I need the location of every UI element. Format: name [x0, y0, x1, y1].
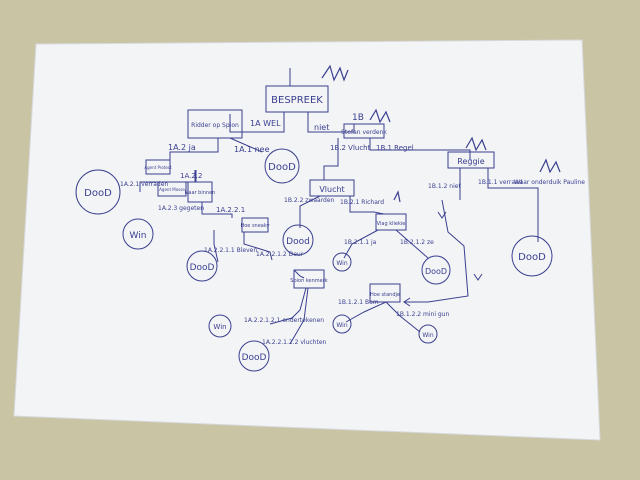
node-box: Ridder op Spion: [187, 109, 243, 139]
outcome-label: DooD: [425, 267, 447, 276]
branch-label: 1B.2.2 zwaarden: [284, 197, 335, 204]
branch-label: 1A.2.2.1: [216, 206, 245, 214]
branch-label: 1A.2.2.1.2 Deur: [256, 251, 304, 258]
outcome-node: DooD: [264, 148, 300, 184]
branch-label: 1A.2.2.1.2.2 vluchten: [262, 339, 327, 346]
node-label: Naar binnen: [185, 190, 216, 196]
branch-label: 1B.2.1 Richard: [340, 199, 384, 206]
node-label: Vlag kliekie: [377, 221, 406, 227]
node-box: Hoe standje: [369, 283, 401, 303]
branch-label: 1A WEL: [250, 119, 281, 128]
branch-label: 1B.1.1 verraad: [478, 179, 523, 186]
outcome-circles: DooD DooD Win DooD Dood DooD: [75, 148, 553, 372]
outcome-node: Win: [122, 218, 154, 250]
branch-label: 1A.2.2.1.1 Bleven: [204, 247, 257, 254]
node-label: Spion kenmerk: [290, 278, 328, 284]
node-box: Reggie: [447, 151, 495, 169]
scribble-mark: [539, 158, 561, 174]
branch-label: 1B.1 Regel: [376, 144, 414, 152]
branch-label: 1B: [352, 113, 364, 123]
outcome-label: DooD: [242, 353, 267, 363]
branch-label: 1B.1.2 niet: [428, 183, 461, 190]
scribble-mark: [321, 64, 349, 82]
node-label: BESPREEK: [271, 95, 323, 106]
scribble-marks: [321, 64, 561, 203]
branch-label: 1A.1 nee: [234, 145, 270, 154]
outcome-label: Win: [336, 260, 347, 267]
node-box: Vlag kliekie: [375, 213, 407, 231]
box-nodes: BESPREEK Ridder op Spion Stefan verdenk …: [144, 85, 495, 303]
branch-label: 1B.2 Vlucht: [330, 144, 371, 152]
outcome-label: Win: [336, 322, 347, 329]
node-box: Agent Protect: [144, 159, 172, 175]
node-box: Agent Mosse: [157, 181, 187, 197]
outcome-node: Win: [418, 324, 438, 344]
branch-label: 1B.2.1.1 ja: [344, 239, 377, 246]
branch-label: Waar onderduik Pauline: [514, 179, 585, 186]
outcome-label: DooD: [84, 188, 112, 199]
connector-lines: [139, 68, 539, 345]
outcome-label: DooD: [190, 263, 215, 273]
node-box: Stefan verdenk: [341, 123, 387, 139]
node-label: Hoe sneaky: [240, 223, 269, 229]
node-label: Reggie: [457, 157, 485, 166]
branch-labels: 1A WEL niet 1B 1A.2 ja 1A.1 nee 1B.2 Vlu…: [120, 113, 585, 346]
node-label: Agent Protect: [144, 165, 172, 170]
node-label: Ridder op Spion: [191, 122, 239, 129]
outcome-label: DooD: [518, 252, 546, 263]
node-box: Hoe sneaky: [240, 217, 270, 233]
outcome-label: Win: [213, 323, 226, 331]
branch-label: 1A.2 ja: [168, 143, 196, 152]
node-box: BESPREEK: [265, 85, 329, 113]
node-label: Vlucht: [319, 185, 344, 194]
outcome-node: Win: [208, 314, 232, 338]
outcome-node: DooD: [75, 169, 121, 215]
paper-sheet: [13, 39, 601, 441]
branch-label: 1B.2.1.2 ze: [400, 239, 434, 246]
node-box: Spion kenmerk: [290, 269, 328, 289]
outcome-node: Win: [332, 314, 352, 334]
arrows: [403, 211, 483, 307]
node-label: Hoe standje: [370, 292, 400, 298]
node-label: Agent Mosse: [159, 187, 185, 192]
node-box: Naar binnen: [185, 181, 216, 203]
node-label: Stefan verdenk: [341, 129, 387, 136]
outcome-node: DooD: [186, 250, 218, 282]
branch-label: niet: [314, 123, 329, 132]
arrow-head: [403, 297, 411, 307]
outcome-label: Win: [422, 332, 433, 339]
flowchart-drawing: BESPREEK Ridder op Spion Stefan verdenk …: [75, 64, 585, 372]
branch-label: 1A.2.2: [180, 172, 202, 180]
branch-label: 1A.2.3 gegeten: [158, 205, 204, 212]
outcome-node: Win: [332, 252, 352, 272]
outcome-label: DooD: [268, 162, 296, 173]
outcome-node: DooD: [511, 235, 553, 277]
scribble-mark: [393, 190, 401, 203]
branch-label: 1A.2.1 verraden: [120, 181, 168, 188]
scribble-mark: [369, 108, 391, 124]
outcome-label: Win: [130, 231, 147, 241]
scribble-mark: [465, 136, 487, 152]
arrow-head: [437, 211, 447, 219]
branch-label: 1A.2.2.1.2.1 ondertekenen: [244, 317, 324, 324]
outcome-label: Dood: [286, 237, 310, 247]
branch-label: 1B.1.2.1 Bom: [338, 299, 379, 306]
outcome-node: DooD: [238, 340, 270, 372]
arrow-head: [473, 273, 483, 281]
branch-label: 1B.1.2.2 mini gun: [396, 311, 450, 318]
outcome-node: Dood: [282, 224, 314, 256]
node-box: Vlucht: [309, 179, 355, 197]
outcome-node: DooD: [421, 255, 451, 285]
